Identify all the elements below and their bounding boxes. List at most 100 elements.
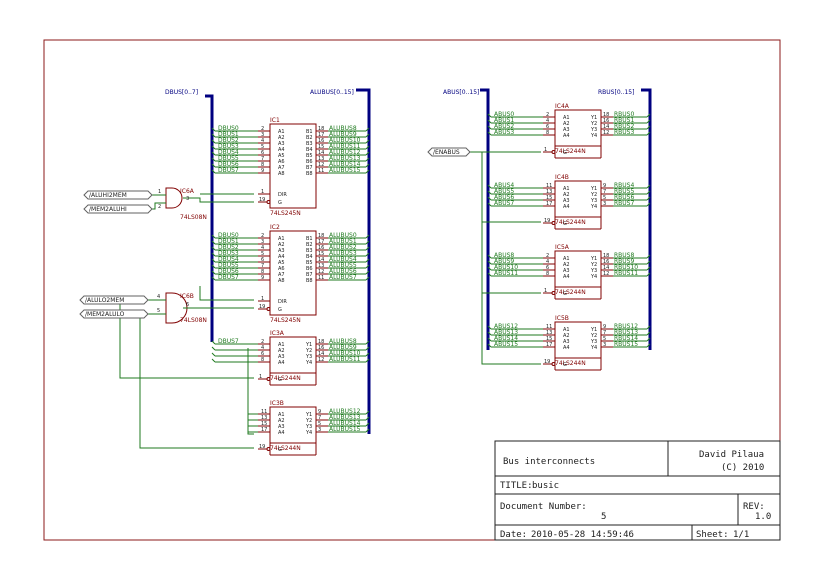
ic4b-pin-left-label: A2: [563, 192, 570, 198]
ic2-net-right: ALUBUS7: [329, 274, 357, 281]
ic1-pin-left-label: A1: [278, 129, 285, 135]
ic5a-pin-left-num: 2: [546, 253, 549, 259]
ic5b-net-right: RBUS15: [614, 341, 638, 348]
ic4a-pin-right-label: Y1: [590, 115, 597, 121]
ic1-pin-left-label: A3: [278, 141, 285, 147]
wire-ic2-dir: [199, 286, 254, 301]
ic4b-pin-right-num: 5: [603, 195, 606, 201]
ic3a-bus-entry-left: [211, 358, 216, 363]
ic1-pin-right-num: 14: [318, 150, 324, 156]
ic5a-pin-g-num: 1: [544, 288, 547, 294]
ic2-pin-right-num: 12: [318, 269, 324, 275]
ic2-pin-left-label: A8: [278, 278, 285, 284]
ic2-net-right: ALUBUS2: [329, 244, 357, 251]
ic5b-pin-left-label: A1: [563, 327, 570, 333]
port-mem2alulo-label: /MEM2ALULO: [85, 311, 125, 318]
ic3a-pin-right-label: Y3: [305, 354, 312, 360]
ic1-partnum: 74LS245N: [270, 210, 301, 217]
ic5b-bus-entry-left: [487, 337, 492, 342]
ic2-net-left: DBUS4: [218, 256, 239, 263]
ic2-pin-left-num: 5: [261, 251, 264, 257]
ic4a-body: [554, 109, 602, 147]
port-mem2alulo: /MEM2ALULO: [79, 309, 149, 319]
tb-rev-label: REV:: [743, 502, 765, 512]
dbus-label: DBUS[0..7]: [165, 89, 198, 96]
ic1-net-left: DBUS1: [218, 131, 239, 138]
ic1-net-right: ALUBUS8: [329, 125, 357, 132]
ic2-pin-left-num: 2: [261, 233, 264, 239]
ic6b-pin-in1: 4: [157, 294, 160, 300]
ic3b-pin-right-num: 7: [318, 415, 321, 421]
ic4b-bus-entry-right: [646, 190, 651, 195]
ic5a-pin-right-num: 14: [603, 265, 609, 271]
ic4a-pin-left-label: A3: [563, 127, 570, 133]
ic1-bus-entry-left: [211, 145, 216, 150]
ic1-pin-right-num: 15: [318, 144, 324, 150]
ic1-pin-right-label: B1: [306, 129, 313, 135]
ic3a-pin-right-num: 16: [318, 345, 324, 351]
ic3a-pin-left-num: 6: [261, 351, 264, 357]
ic3a-pin-right-num: 14: [318, 351, 324, 357]
ic5b-bus-entry-left: [487, 343, 492, 348]
ic6a-pin-in1: 1: [158, 189, 161, 195]
ic1-pin-left-label: A7: [278, 165, 285, 171]
ic2-net-left: DBUS2: [218, 244, 239, 251]
ic3b-bus-entry-right: [365, 416, 370, 421]
ic5a-pin-g-label: G: [563, 291, 567, 297]
ic1-net-left: DBUS4: [218, 149, 239, 156]
dbus-line: [205, 94, 214, 342]
ic4b-net-left: ABUS7: [494, 200, 514, 207]
ic5a-net-right: RBUS9: [614, 258, 634, 265]
title-block-text: Bus interconnects David Pilaua (C) 2010 …: [500, 450, 771, 540]
ic6b-part: 74LS08N: [180, 317, 207, 324]
ic1-bus-entry-right: [365, 151, 370, 156]
ic4a-refdes: IC4A: [555, 103, 570, 110]
ic1-pin-right-label: B2: [306, 135, 313, 141]
ic2-bus-entry-left: [211, 240, 216, 245]
ic1-refdes: IC1: [270, 117, 280, 124]
ic3b-pin-g-bubble: [266, 447, 271, 451]
ic2-pin-dir-num: 1: [261, 296, 264, 302]
tb-date-value: 2010-05-28 14:59:46: [531, 530, 634, 540]
ic5b-pin-right-label: Y3: [590, 339, 597, 345]
ic4b-bus-entry-left: [487, 184, 492, 189]
port-enabus-label: /ENABUS: [433, 149, 460, 156]
ic5b-pin-right-label: Y2: [590, 333, 597, 339]
ic1-net-right: ALUBUS9: [329, 131, 357, 138]
ic1-pin-right-num: 11: [318, 168, 324, 174]
ic4b-bus-entry-right: [646, 184, 651, 189]
ic1-pin-right-label: B3: [306, 141, 313, 147]
ic3a-pin-left-label: A1: [278, 342, 285, 348]
ic2-pin-left-label: A5: [278, 260, 285, 266]
ports: /ALUHI2MEM/MEM2ALUHI/ALULO2MEM/MEM2ALULO…: [79, 147, 471, 319]
ic5a-bus-entry-right: [646, 272, 651, 277]
ic2-bus-entry-left: [211, 258, 216, 263]
ic2-pin-left-num: 6: [261, 257, 264, 263]
ic5b-net-left: ABUS15: [494, 341, 518, 348]
ic4a-pin-left-label: A2: [563, 121, 570, 127]
ic5b-pin-left-label: A2: [563, 333, 570, 339]
ic5a-bus-entry-left: [487, 254, 492, 259]
ic5a-bus-entry-left: [487, 272, 492, 277]
ic1-pin-right-label: B4: [306, 147, 313, 153]
ic5a-net-left: ABUS11: [494, 270, 518, 277]
ic4b-net-left: ABUS5: [494, 188, 514, 195]
ic1-pin-dir-label: DIR: [278, 192, 287, 198]
ic2-bus-entry-left: [211, 264, 216, 269]
ic6a-name: IC6A: [180, 188, 195, 195]
ic4a-bus-entry-left: [487, 113, 492, 118]
ic4a-pin-left-num: 8: [546, 130, 549, 136]
ic4a-net-right: RBUS1: [614, 117, 634, 124]
ic2-pin-dir-label: DIR: [278, 299, 287, 305]
ic2-pin-right-label: B3: [306, 248, 313, 254]
ic5b-bus-entry-left: [487, 325, 492, 330]
ic3b-bus-entry-right: [365, 410, 370, 415]
ic5b-bus-entry-right: [646, 331, 651, 336]
ic4b-bus-entry-left: [487, 202, 492, 207]
ic2-pin-g-bubble: [266, 307, 271, 311]
ic4b-pin-right-num: 7: [603, 189, 606, 195]
ic4a-pin-left-label: A1: [563, 115, 570, 121]
